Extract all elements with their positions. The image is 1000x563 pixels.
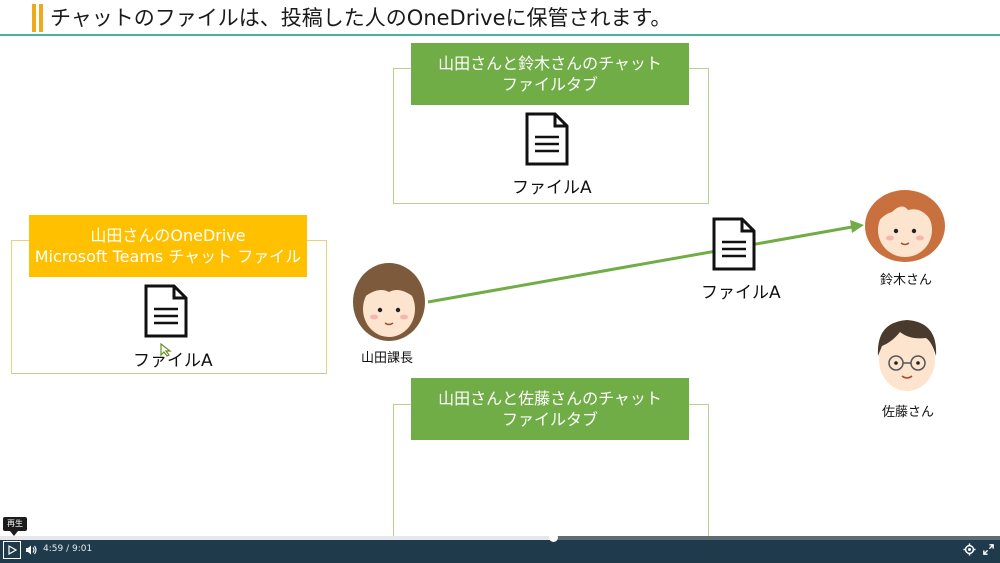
- document-icon: [144, 284, 188, 338]
- share-arrow: [427, 220, 864, 304]
- volume-icon[interactable]: [24, 543, 38, 557]
- time-separator: /: [66, 544, 70, 554]
- person-name-suzuki: 鈴木さん: [880, 273, 933, 288]
- play-icon: [8, 545, 17, 555]
- progress-bar[interactable]: [0, 533, 1000, 542]
- file-label: ファイルA: [701, 283, 781, 303]
- title-accent-bar: [32, 4, 36, 32]
- person-name-yamada: 山田課長: [361, 351, 414, 366]
- onedrive-folder-label: 山田さんのOneDrive Microsoft Teams チャット ファイル: [29, 215, 307, 277]
- document-icon: [712, 217, 756, 271]
- time-display: 4:59 / 9:01: [43, 544, 92, 554]
- player-bar: [0, 536, 1000, 563]
- tooltip-tail: [10, 531, 18, 536]
- mouse-cursor-icon: [160, 343, 172, 357]
- play-tooltip: 再生: [3, 517, 27, 531]
- progress-fill: [0, 536, 553, 540]
- sato-avatar: [877, 320, 937, 391]
- slide-title: チャットのファイルは、投稿した人のOneDriveに保管されます。: [50, 6, 672, 30]
- title-rule: [0, 34, 1000, 36]
- suzuki-avatar: [865, 190, 945, 262]
- current-time: 4:59: [43, 544, 64, 554]
- progress-knob[interactable]: [549, 533, 558, 542]
- chat-files-tab-sato-label: 山田さんと佐藤さんのチャット ファイルタブ: [411, 378, 689, 440]
- title-accent-bar: [39, 4, 43, 32]
- file-label: ファイルA: [133, 351, 213, 371]
- fullscreen-icon[interactable]: [982, 543, 995, 556]
- document-icon: [525, 112, 569, 166]
- person-name-sato: 佐藤さん: [882, 405, 935, 420]
- play-button[interactable]: [3, 541, 21, 559]
- chat-files-tab-suzuki-label: 山田さんと鈴木さんのチャット ファイルタブ: [411, 43, 689, 105]
- file-label: ファイルA: [512, 178, 592, 198]
- slide: チャットのファイルは、投稿した人のOneDriveに保管されます。 山田さんと鈴…: [0, 4, 1000, 536]
- settings-icon[interactable]: [963, 543, 976, 556]
- yamada-avatar: [353, 263, 425, 341]
- duration: 9:01: [72, 544, 93, 554]
